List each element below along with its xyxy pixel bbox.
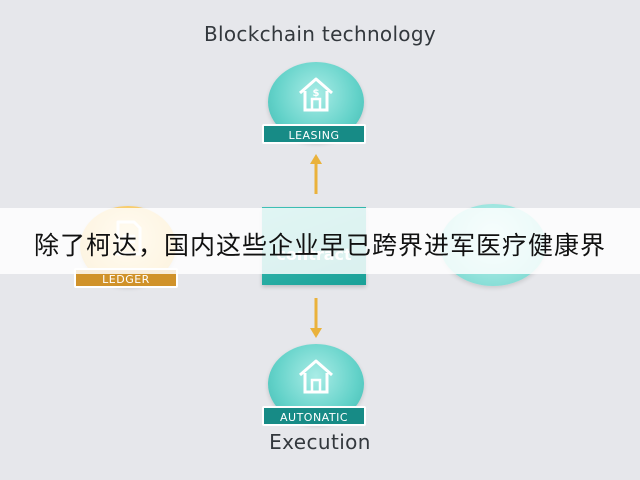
- video-subtitle: 除了柯达，国内这些企业早已跨界进军医疗健康界: [33, 231, 606, 260]
- automatic-label: AUTONATIC: [262, 406, 366, 426]
- arrow-up: [310, 154, 322, 194]
- arrow-down: [310, 298, 322, 338]
- leasing-node: $ LEASING: [262, 62, 372, 154]
- house-icon: [299, 359, 333, 394]
- diagram-title: Blockchain technology: [204, 22, 436, 46]
- svg-text:$: $: [313, 88, 320, 99]
- subtitle-band: [0, 208, 640, 274]
- leasing-label: LEASING: [262, 124, 366, 144]
- diagram-footer: Execution: [269, 430, 371, 454]
- house-dollar-icon: $: [299, 77, 333, 112]
- automatic-node: AUTONATIC: [262, 344, 372, 436]
